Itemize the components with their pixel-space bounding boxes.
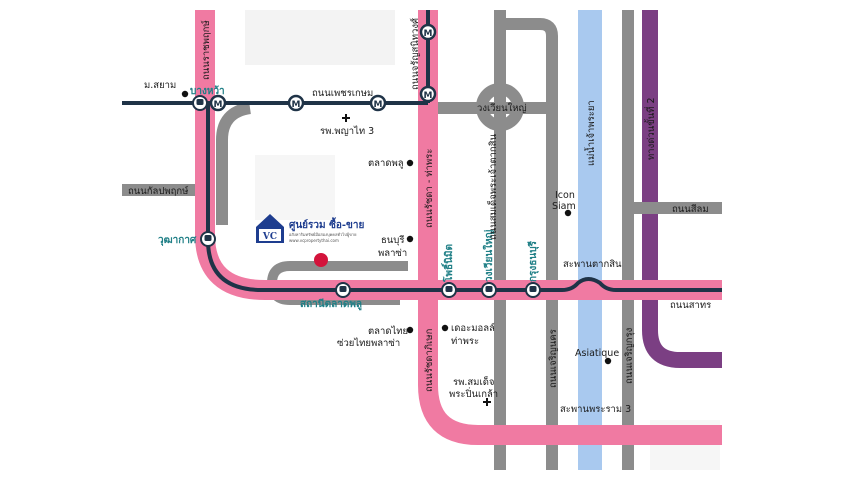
station-label-talat-phlu: สถานีตลาดพลู (300, 298, 362, 311)
road-label-charoen-krung: ถนนเจริญกรุง (624, 328, 635, 384)
logo-subtitle: อสังหาริมทรัพย์มือสองบุคคลทั่วไปผู้ขาย (289, 232, 357, 238)
svg-text:M: M (214, 100, 223, 110)
m-circle-icon[interactable]: M (369, 94, 387, 112)
ratchada-thapra-road (418, 10, 722, 445)
train-icon[interactable] (192, 95, 208, 111)
train-icon[interactable] (441, 282, 457, 298)
charoen-nakhon-road (500, 18, 558, 470)
road-label-charoen-nakhon: ถนนเจริญนคร (548, 329, 559, 388)
place-label-phyathai3: รพ.พญาไท 3 (320, 125, 374, 137)
river-label-chao-phraya: แม่น้ำเจ้าพระยา (584, 100, 597, 166)
m-circle-icon[interactable]: M (209, 94, 227, 112)
place-label-wongwian-yai-circle: วงเวียนใหญ่ (477, 102, 527, 114)
road-label-phet-kasem: ถนนเพชรเกษม (312, 88, 373, 99)
place-label-talat-thai-1: ตลาดไทย (368, 325, 408, 337)
road-label-expressway-2: ทางด่วนขั้นที่ 2 (644, 97, 657, 160)
station-label-pho-nimit: โพธิ์นิมิต (441, 244, 455, 283)
m-circle-icon[interactable]: M (419, 23, 437, 41)
place-label-thonburi-plaza-1: ธนบุรี (381, 234, 404, 246)
mrt-stations: M M M M M (209, 23, 437, 112)
place-label-asiatique: Asiatique (575, 348, 619, 359)
poi-markers (181, 90, 612, 365)
train-icon[interactable] (335, 282, 351, 298)
wongwian-yai-circle (476, 83, 524, 131)
place-label-the-mall-1: เดอะมอลล์ (451, 322, 495, 334)
dot-icon (181, 90, 189, 98)
place-label-somdet-hospital-2: พระปิ่นเกล้า (449, 387, 498, 400)
dot-icon (441, 324, 449, 332)
cross-icon (342, 114, 350, 122)
inner-connector-road (216, 102, 252, 225)
cross-icon (483, 398, 491, 406)
road-label-sathorn: ถนนสาทร (670, 300, 711, 311)
train-icon[interactable] (525, 282, 541, 298)
station-label-wongwian-yai: วงเวียนใหญ่ (482, 229, 495, 282)
road-label-ratchadaphisek: ถนนรัชดาภิเษก (424, 328, 435, 392)
road-label-ratchada-thapra: ถนนรัชดา - ท่าพระ (424, 149, 435, 228)
road-label-silom: ถนนสีลม (672, 203, 709, 215)
station-label-krung-thon-buri: กรุงธนบุรี (527, 240, 539, 282)
gray-roads (122, 10, 722, 470)
m-circle-icon[interactable]: M (287, 94, 305, 112)
logo-title: ศูนย์รวม ซื้อ-ขาย (289, 217, 364, 232)
place-label-talat-phlu: ตลาดพลู (368, 158, 404, 169)
vc-logo[interactable]: VC ศูนย์รวม ซื้อ-ขาย อสังหาริมทรัพย์มือส… (256, 214, 364, 243)
bts-stations (192, 95, 541, 298)
property-location-marker[interactable] (314, 253, 328, 267)
logo-url: www.vcpropertythai.com (289, 238, 339, 243)
road-label-rat-pruk: ถนนราชพฤกษ์ (200, 20, 212, 80)
place-label-taksin-bridge: สะพานตากสิน (563, 259, 622, 270)
dot-icon (406, 159, 414, 167)
station-label-wutthakat: วุฒากาศ (158, 235, 197, 246)
road-label-somdet-chao-phraya: ถนนสมเด็จพระเจ้าตากสิน (486, 134, 499, 240)
dot-icon (604, 357, 612, 365)
place-label-siam-university: ม.สยาม (144, 80, 176, 91)
train-icon[interactable] (200, 231, 216, 247)
place-label-talat-thai-2: ซ่วยไทยพลาซ่า (337, 337, 400, 349)
road-label-charan-sanitwong: ถนนจรัญสนิทวงศ์ (409, 18, 421, 90)
m-circle-icon[interactable]: M (419, 85, 437, 103)
bts-silom-line (206, 103, 722, 292)
svg-text:M: M (424, 29, 433, 39)
svg-text:M: M (424, 91, 433, 101)
place-label-somdet-hospital-1: รพ.สมเด็จ (453, 375, 494, 388)
dot-icon (564, 209, 572, 217)
road-label-kanlapaphruek: ถนนกัลปพฤกษ์ (128, 185, 189, 197)
place-label-the-mall-2: ท่าพระ (451, 336, 479, 347)
place-label-icon-siam-1: Icon (555, 190, 575, 201)
place-label-icon-siam-2: Siam (552, 201, 576, 212)
dot-icon (406, 326, 414, 334)
train-icon[interactable] (481, 282, 497, 298)
svg-text:M: M (292, 100, 301, 110)
place-label-rama3-bridge: สะพานพระราม 3 (560, 404, 631, 415)
place-label-thonburi-plaza-2: พลาซ่า (378, 248, 407, 259)
station-label-bang-wa: บางหว้า (190, 85, 225, 97)
logo-mark: VC (262, 232, 277, 242)
expressway-2-road (642, 10, 722, 368)
svg-text:M: M (374, 100, 383, 110)
dot-icon (406, 235, 414, 243)
